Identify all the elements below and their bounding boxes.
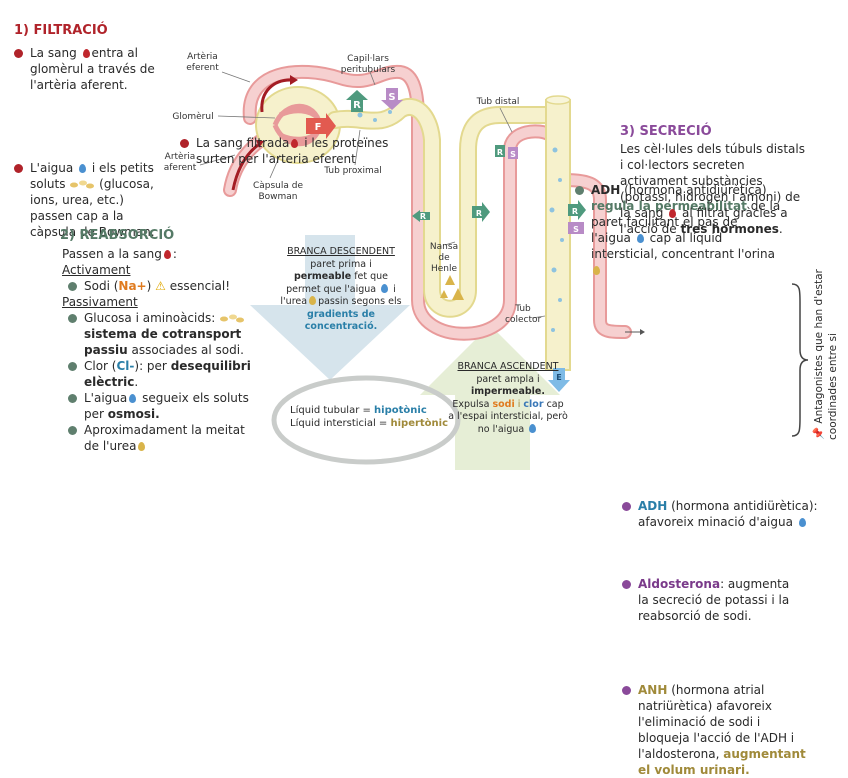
water-drop-icon [529, 423, 537, 433]
water-drop-icon [129, 394, 137, 403]
warning-icon: ⚠ [155, 279, 166, 293]
collecting-duct [545, 99, 571, 371]
adh-regulation-note: ADH (hormona antidiürètica) regula la pe… [575, 182, 781, 278]
label-afferent-artery: Artèria aferent [163, 152, 197, 173]
svg-text:S: S [573, 225, 579, 234]
secretion-intro: Les cèl·lules dels túbuls distals i col·… [620, 142, 805, 236]
svg-text:F: F [315, 122, 322, 133]
filtration-marker: F [306, 113, 336, 139]
reabsorption-marker-collector: R [568, 200, 586, 220]
glucose-item: Glucosa i aminoàcids: sistema de cotrans… [68, 310, 262, 358]
chlorine-item: Clor (Cl-): per desequilibri elèctric. [68, 358, 262, 390]
label-efferent-artery: Artèria eferent [186, 52, 219, 73]
secretion-marker-collector: S [568, 222, 584, 234]
bullet-icon [68, 282, 77, 291]
hormone-adh: ADH (hormona antidiürètica): afavoreix m… [622, 498, 818, 530]
antagonists-note: 📌 Antagonistes que han d'estar coordinad… [813, 269, 839, 440]
label-bowman-capsule: Càpsula de Bowman [252, 181, 304, 202]
bullet-icon [622, 686, 631, 695]
blood-drop-icon [291, 139, 299, 148]
pin-icon: 📌 [813, 426, 825, 440]
descending-arrow [250, 235, 410, 380]
bullet-icon [14, 164, 23, 173]
background-shapes [250, 235, 560, 470]
reabsorption-block: Passen a la sang: Activament Sodi (Na+) … [62, 246, 262, 454]
svg-text:S: S [388, 92, 395, 103]
bullet-icon [68, 362, 77, 371]
afferent-flow-arrow [231, 143, 259, 191]
descending-limb-note: BRANCA DESCENDENT paret prima i permeabl… [276, 246, 406, 334]
urea-drop-icon [138, 442, 146, 451]
secretion-title: 3) SECRECIÓ [620, 124, 712, 139]
svg-text:R: R [497, 148, 503, 157]
label-proximal-tubule: Tub proximal [324, 166, 382, 176]
blood-drop-icon [669, 209, 677, 218]
reabsorption-marker-distal: R [495, 145, 505, 157]
bullet-icon [68, 314, 77, 323]
svg-text:S: S [510, 150, 516, 159]
svg-text:R: R [420, 212, 426, 221]
water-drop-icon [79, 164, 87, 173]
bullet-icon [68, 394, 77, 403]
filtration-item-3: La sang filtrada i les proteïnes surten … [180, 135, 396, 167]
label-collecting-duct: Tub colector [505, 304, 542, 325]
bullet-icon [68, 426, 77, 435]
excretion-marker: E [548, 368, 570, 392]
reabsorption-title: 2) REABSORCIÓ [60, 228, 175, 243]
filtration-title: 1) FILTRACIÓ [14, 23, 108, 38]
ascending-title: BRANCA ASCENDENT [457, 361, 559, 372]
bullet-icon [575, 186, 584, 195]
bullet-icon [622, 580, 631, 589]
reabsorption-intro: Passen a la sang: [62, 247, 177, 261]
blood-drop-icon [163, 250, 171, 259]
descending-title: BRANCA DESCENDENT [287, 246, 395, 257]
brace-icon [791, 283, 809, 437]
urea-item: Aproximadament la meitat de l'urea [68, 422, 262, 454]
water-item: L'aigua segueix els soluts per osmosi. [68, 390, 262, 422]
label-peritubular-capillaries: Capil·lars peritubulars [340, 54, 396, 75]
svg-text:R: R [476, 209, 482, 218]
label-loop-of-henle: Nansa de Henle [429, 242, 459, 274]
label-distal-tubule: Tub distal [476, 97, 520, 107]
sodium-item: Sodi (Na+) ⚠ essencial! [68, 278, 262, 294]
reabsorption-marker-ascending: R [472, 202, 490, 222]
passive-label: Passivament [62, 295, 138, 309]
filtration-item-1: La sang entra al glomèrul a través de l'… [14, 45, 180, 93]
urea-drop-icon [309, 296, 317, 305]
secretion-marker-proximal: S [381, 88, 403, 110]
water-drop-icon [381, 283, 389, 293]
bullet-icon [180, 139, 189, 148]
reabsorption-marker-proximal: R [346, 90, 368, 112]
svg-text:R: R [572, 207, 578, 216]
nephron-diagram: F R S R R R S [199, 64, 645, 392]
ascending-limb-note: BRANCA ASCENDENT paret ampla i impermeab… [448, 361, 568, 435]
hormone-aldosterone: Aldosterona: augmenta la secreció de pot… [622, 576, 803, 624]
svg-text:R: R [353, 100, 361, 111]
efferent-flow-arrow [260, 78, 291, 113]
urine-drop-icon [593, 266, 600, 275]
solutes-icon [220, 314, 245, 323]
hormone-anh: ANH (hormona atrial natriürètica) afavor… [622, 682, 808, 778]
bullet-icon [622, 502, 631, 511]
solutes-icon [70, 180, 95, 189]
filtration-item-2: L'aigua i els petits soluts (glucosa, io… [14, 160, 165, 240]
tonicity-ellipse [271, 375, 461, 465]
svg-text:E: E [556, 373, 561, 382]
blood-drop-icon [82, 49, 90, 58]
water-drop-icon [798, 518, 806, 527]
reabsorption-marker-henle: R [412, 210, 430, 222]
label-glomerulus: Glomèrul [172, 112, 214, 122]
tonicity-note: Líquid tubular = hipotònic Líquid inters… [290, 405, 449, 429]
water-drop-icon [636, 234, 644, 243]
bullet-icon [14, 49, 23, 58]
secretion-marker-distal: S [508, 147, 518, 159]
active-label: Activament [62, 263, 131, 277]
